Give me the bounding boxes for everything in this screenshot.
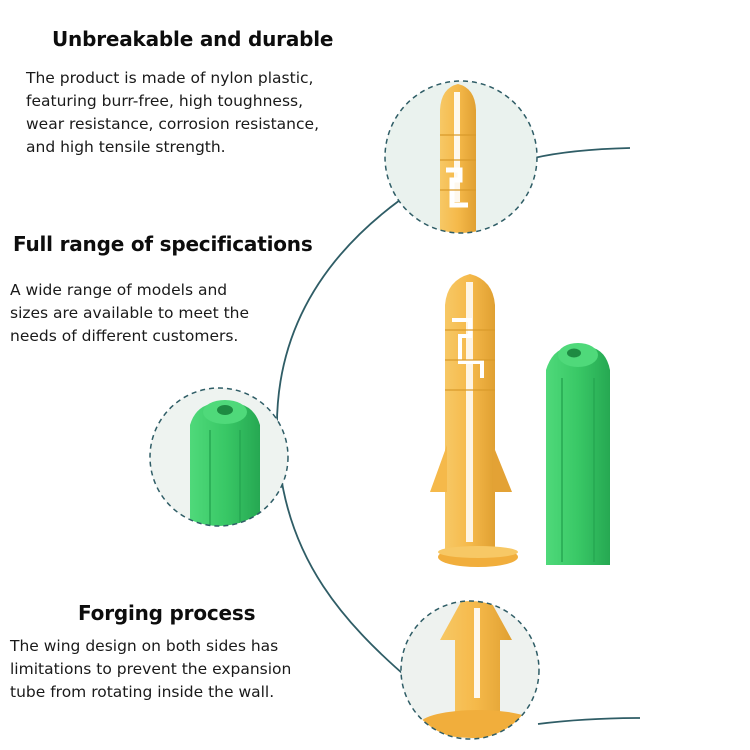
feature-description: A wide range of models and sizes are ava… bbox=[10, 279, 310, 348]
yellow-anchor-full bbox=[430, 274, 518, 567]
connector-line-top bbox=[533, 147, 631, 159]
desc-line: sizes are available to meet the bbox=[10, 304, 250, 322]
feature-title: Unbreakable and durable bbox=[52, 27, 334, 51]
feature-description: The product is made of nylon plastic, fe… bbox=[26, 67, 391, 159]
desc-line: limitations to prevent the expansion bbox=[10, 660, 292, 678]
desc-line: The product is made of nylon plastic, bbox=[26, 69, 314, 87]
green-anchor-closeup bbox=[149, 387, 289, 527]
yellow-anchor-wings-closeup bbox=[400, 600, 540, 740]
yellow-anchor-top-closeup bbox=[384, 80, 538, 234]
green-anchor-full bbox=[546, 343, 610, 565]
feature-description: The wing design on both sides has limita… bbox=[10, 635, 365, 704]
desc-line: The wing design on both sides has bbox=[10, 637, 279, 655]
desc-line: tube from rotating inside the wall. bbox=[10, 683, 275, 701]
connector-line-bottom bbox=[537, 717, 641, 725]
feature-title: Full range of specifications bbox=[13, 232, 313, 256]
desc-line: needs of different customers. bbox=[10, 327, 239, 345]
desc-line: and high tensile strength. bbox=[26, 138, 226, 156]
desc-line: featuring burr-free, high toughness, bbox=[26, 92, 304, 110]
desc-line: wear resistance, corrosion resistance, bbox=[26, 115, 319, 133]
desc-line: A wide range of models and bbox=[10, 281, 228, 299]
feature-title: Forging process bbox=[78, 601, 256, 625]
